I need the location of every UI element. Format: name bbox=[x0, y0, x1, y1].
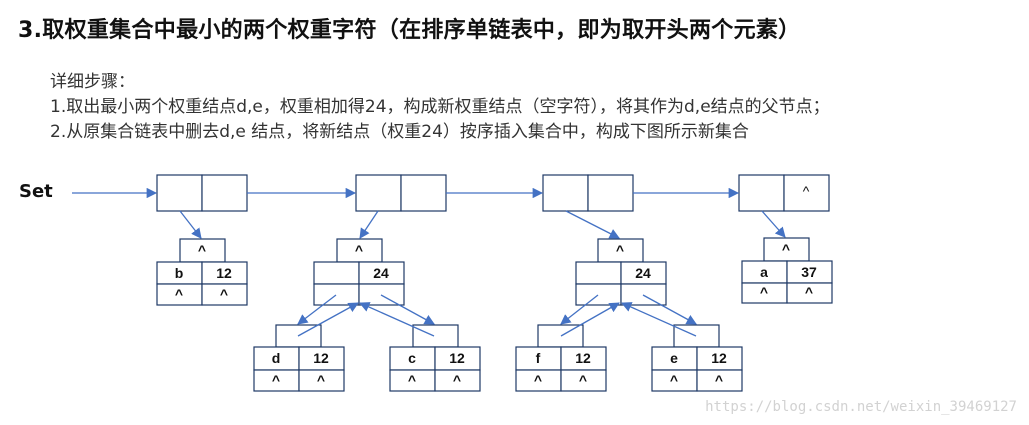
node-weight: 12 bbox=[216, 265, 232, 281]
set-label: Set bbox=[19, 181, 53, 202]
child-arrow bbox=[761, 210, 786, 238]
page-title: 3.取权重集合中最小的两个权重字符（在排序单链表中，即为取开头两个元素） bbox=[18, 18, 801, 43]
step-1-text: 1.取出最小两个权重结点d,e，权重相加得24，构成新权重结点（空字符），将其作… bbox=[50, 97, 830, 117]
null-pointer: ^ bbox=[579, 372, 587, 388]
node-weight: 12 bbox=[575, 350, 591, 366]
steps-heading: 详细步骤： bbox=[50, 72, 135, 92]
child-arrow bbox=[565, 210, 620, 239]
null-pointer: ^ bbox=[317, 372, 325, 388]
node-weight: 12 bbox=[711, 350, 727, 366]
steps-section: 详细步骤： 1.取出最小两个权重结点d,e，权重相加得24，构成新权重结点（空字… bbox=[50, 70, 830, 145]
null-pointer: ^ bbox=[670, 372, 678, 388]
null-pointer: ^ bbox=[453, 372, 461, 388]
node-weight: 12 bbox=[449, 350, 465, 366]
tree-node-b: ^ b 12 ^ ^ bbox=[156, 238, 248, 306]
node-char: f bbox=[536, 350, 541, 366]
tree-node-e: e 12 ^ ^ bbox=[651, 324, 743, 392]
null-pointer: ^ bbox=[534, 372, 542, 388]
tree-node-24-left: ^ 24 bbox=[313, 238, 405, 306]
list-node-4-next: ^ bbox=[803, 183, 810, 199]
tree-node-c: c 12 ^ ^ bbox=[389, 324, 481, 392]
list-node-4: ^ bbox=[738, 174, 830, 212]
null-pointer: ^ bbox=[355, 242, 363, 258]
null-pointer: ^ bbox=[805, 284, 813, 300]
node-char: b bbox=[175, 265, 184, 281]
null-pointer: ^ bbox=[175, 286, 183, 302]
tree-node-f: f 12 ^ ^ bbox=[515, 324, 607, 392]
node-char: e bbox=[670, 350, 678, 366]
null-pointer: ^ bbox=[198, 242, 206, 258]
node-char: c bbox=[408, 350, 416, 366]
null-pointer: ^ bbox=[408, 372, 416, 388]
step-2-text: 2.从原集合链表中删去d,e 结点，将新结点（权重24）按序插入集合中，构成下图… bbox=[50, 122, 749, 142]
list-node-1 bbox=[156, 174, 248, 212]
tree-node-24-right: ^ 24 bbox=[575, 238, 667, 306]
tree-2-arrows bbox=[297, 294, 435, 337]
null-pointer: ^ bbox=[715, 372, 723, 388]
watermark: https://blog.csdn.net/weixin_39469127 bbox=[705, 399, 1017, 415]
null-pointer: ^ bbox=[220, 286, 228, 302]
child-arrow bbox=[179, 210, 202, 239]
null-pointer: ^ bbox=[760, 284, 768, 300]
node-char: d bbox=[272, 350, 281, 366]
null-pointer: ^ bbox=[782, 241, 790, 257]
null-pointer: ^ bbox=[616, 242, 624, 258]
node-weight: 37 bbox=[801, 264, 817, 280]
node-weight: 24 bbox=[635, 265, 651, 281]
node-char: a bbox=[760, 264, 768, 280]
tree-3-arrows bbox=[560, 294, 697, 337]
null-pointer: ^ bbox=[272, 372, 280, 388]
list-node-2 bbox=[355, 174, 447, 212]
child-arrow bbox=[359, 210, 379, 239]
node-weight: 12 bbox=[313, 350, 329, 366]
list-node-3 bbox=[542, 174, 634, 212]
node-weight: 24 bbox=[373, 265, 389, 281]
tree-node-a: ^ a 37 ^ ^ bbox=[741, 237, 833, 304]
